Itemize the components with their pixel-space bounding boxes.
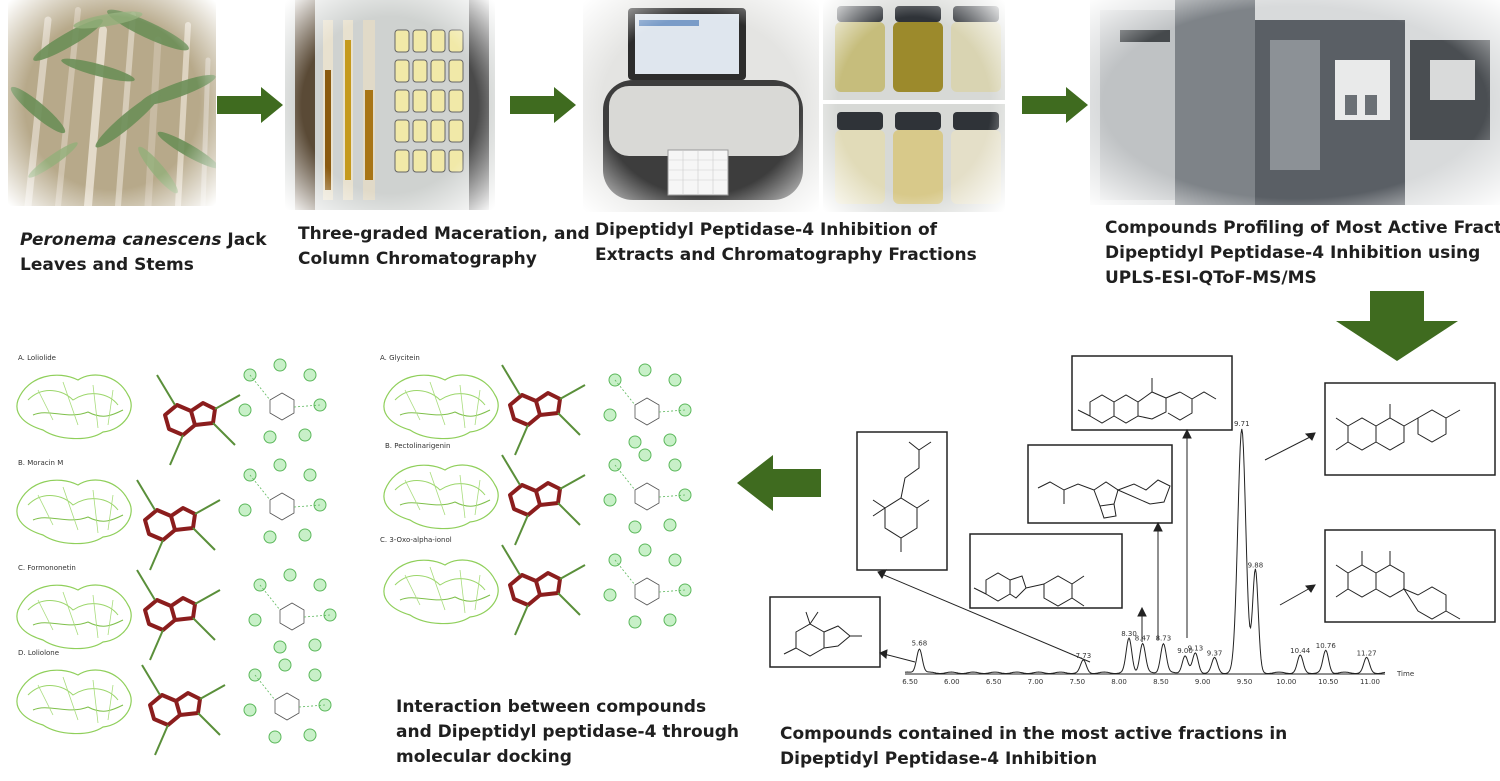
peak-label: 9.71 bbox=[1234, 420, 1250, 428]
peak-label: 8.73 bbox=[1156, 635, 1172, 643]
x-tick-label: 6.50 bbox=[986, 678, 1002, 686]
chromatography-photo bbox=[285, 0, 495, 210]
docking-figure: A. Loliolide B. Moracin M C. Formononeti… bbox=[16, 354, 692, 757]
chromatogram-trace bbox=[904, 428, 1386, 674]
step-caption-profiling: Compounds Profiling of Most Active Fract… bbox=[1105, 218, 1500, 288]
x-axis-unit: Time bbox=[1396, 670, 1414, 678]
docking-label-c-right: C. 3-Oxo-alpha-ionol bbox=[380, 536, 452, 544]
chromatogram-caption: Compounds contained in the most active f… bbox=[780, 724, 1288, 769]
peak-label: 9.88 bbox=[1248, 562, 1264, 570]
docking-caption: Interaction between compounds and Dipept… bbox=[396, 697, 739, 767]
docking-label-b-left: B. Moracin M bbox=[18, 459, 63, 467]
x-tick-label: 9.00 bbox=[1195, 678, 1211, 686]
arrow-right-icon bbox=[217, 87, 283, 123]
peak-label: 8.47 bbox=[1135, 635, 1151, 643]
peak-label: 10.76 bbox=[1316, 642, 1337, 650]
x-tick-label: 11.00 bbox=[1360, 678, 1380, 686]
peak-label: 11.27 bbox=[1357, 649, 1377, 657]
x-tick-label: 6.50 bbox=[902, 678, 918, 686]
arrow-left-icon bbox=[737, 455, 821, 511]
peak-label: 9.00 bbox=[1177, 647, 1193, 655]
plant-photo bbox=[8, 0, 216, 206]
x-tick-label: 10.00 bbox=[1276, 678, 1296, 686]
peak-label: 9.13 bbox=[1188, 644, 1204, 652]
x-tick-label: 8.50 bbox=[1153, 678, 1169, 686]
x-tick-label: 6.00 bbox=[944, 678, 960, 686]
docking-label-c-left: C. Formononetin bbox=[18, 564, 76, 572]
structure-box-pyrrolizidine bbox=[1027, 444, 1173, 524]
chromatogram: 6.50 6.00 6.50 7.00 7.50 8.00 8.50 9.00 9.50 10.0… bbox=[769, 355, 1496, 686]
docking-label-a-left: A. Loliolide bbox=[18, 354, 56, 362]
plate-reader-photo bbox=[583, 0, 819, 212]
x-tick-label: 10.50 bbox=[1318, 678, 1338, 686]
step-caption-maceration: Three-graded Maceration, and Column Chro… bbox=[298, 224, 590, 269]
peak-label: 10.44 bbox=[1290, 647, 1311, 655]
peak-label: 5.68 bbox=[912, 640, 928, 648]
structure-box-formononetin bbox=[1324, 382, 1496, 476]
docking-label-a-right: A. Glycitein bbox=[380, 354, 420, 362]
peak-label: 9.37 bbox=[1207, 649, 1223, 657]
x-tick-label: 7.50 bbox=[1069, 678, 1085, 686]
extract-jars-photo bbox=[823, 0, 1005, 212]
arrow-right-icon bbox=[510, 87, 576, 123]
step-caption-dpp4-assay: Dipeptidyl Peptidase-4 Inhibition of Ext… bbox=[595, 220, 977, 265]
step-caption-plant: Peronema canescens Jack Leaves and Stems bbox=[20, 230, 267, 275]
structure-box-3-oxo-alpha-ionol bbox=[856, 431, 948, 571]
x-tick-label: 9.50 bbox=[1237, 678, 1253, 686]
peak-label: 8.30 bbox=[1121, 630, 1137, 638]
arrow-down-icon bbox=[1336, 291, 1458, 361]
peak-label: 7.73 bbox=[1076, 652, 1092, 660]
docking-label-b-right: B. Pectolinarigenin bbox=[385, 442, 450, 450]
structure-box-pectolinarigenin bbox=[1324, 529, 1496, 623]
x-tick-label: 8.00 bbox=[1111, 678, 1127, 686]
x-tick-label: 7.00 bbox=[1028, 678, 1044, 686]
docking-label-d-left: D. Loliolone bbox=[18, 649, 59, 657]
uplc-ms-photo bbox=[1090, 0, 1500, 205]
structure-box-moracin-m bbox=[969, 533, 1123, 609]
arrow-right-icon bbox=[1022, 87, 1088, 123]
